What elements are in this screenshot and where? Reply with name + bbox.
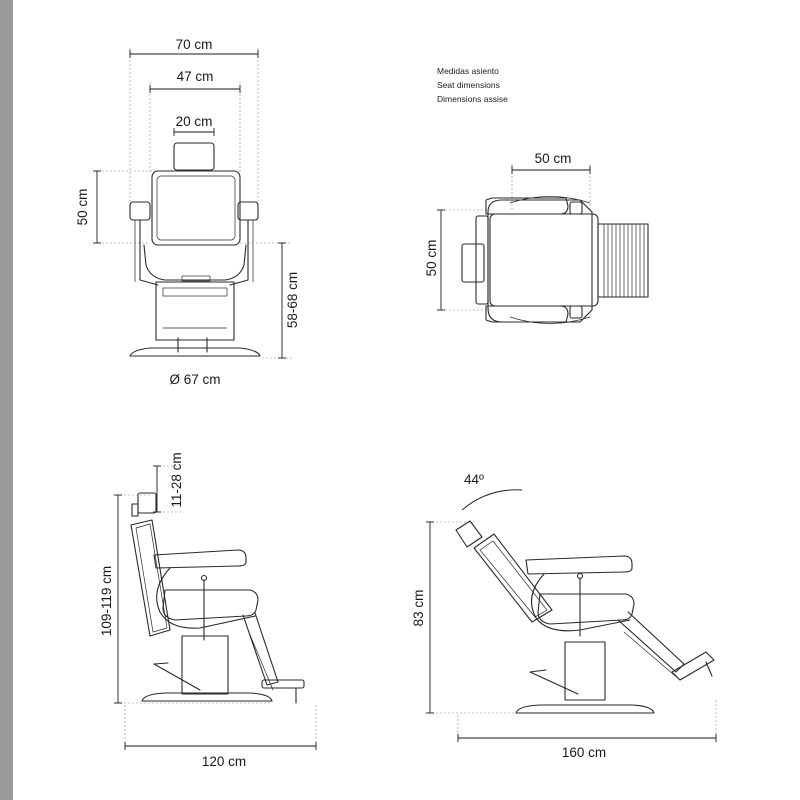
label-side-total-length: 120 cm (202, 754, 246, 769)
label-reclined-height: 83 cm (411, 590, 426, 627)
label-top-seat-width: 50 cm (535, 151, 572, 166)
chair-front-drawing (129, 142, 261, 357)
label-overall-width: 70 cm (176, 37, 213, 52)
top-view: Medidas asiento Seat dimensions Dimensio… (424, 66, 649, 324)
label-seat-height: 58-68 cm (285, 272, 300, 328)
label-recline-angle: 44º (464, 472, 484, 487)
label-side-total-height: 109-119 cm (99, 566, 114, 636)
front-view: 70 cm 47 cm 20 cm 50 cm 58-68 cm Ø 67 cm (75, 37, 300, 387)
label-seat-width: 47 cm (177, 69, 214, 84)
label-headrest-adjust: 11-28 cm (169, 452, 184, 507)
chair-top-drawing (461, 196, 649, 324)
angle-arc (461, 489, 523, 511)
legend-line-en: Seat dimensions (437, 80, 500, 90)
label-top-seat-depth: 50 cm (424, 240, 439, 277)
reclined-view: 44º 83 cm 160 cm (411, 472, 717, 760)
chair-reclined-drawing (455, 520, 715, 714)
legend-line-es: Medidas asiento (437, 66, 499, 76)
label-headrest-width: 20 cm (176, 114, 213, 129)
label-base-diameter: Ø 67 cm (169, 372, 220, 387)
legend-line-fr: Dimensions assise (437, 94, 508, 104)
label-backrest-height: 50 cm (75, 189, 90, 226)
chair-side-drawing (130, 492, 305, 704)
label-reclined-total-length: 160 cm (562, 745, 606, 760)
left-gray-bar (0, 0, 13, 800)
side-view: 109-119 cm 11-28 cm 120 cm (99, 452, 317, 769)
